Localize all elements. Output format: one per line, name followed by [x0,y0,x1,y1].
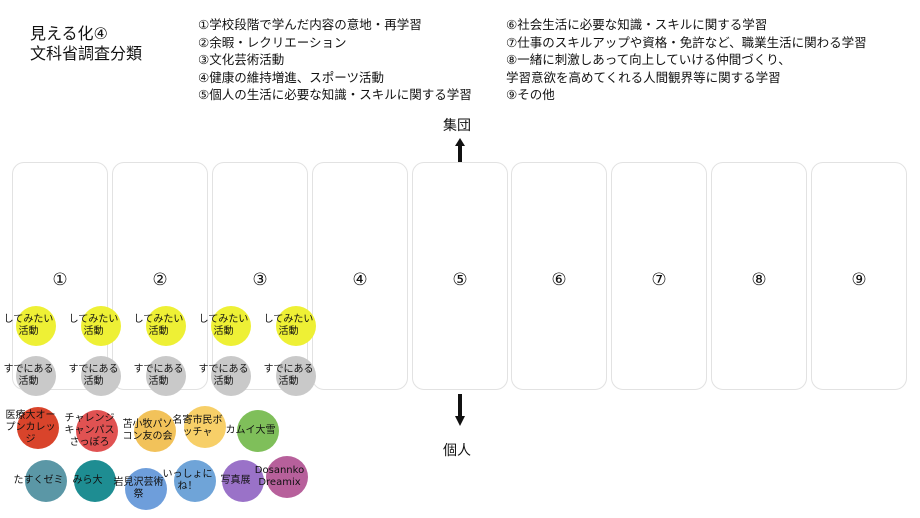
group-bubble-2-label: チャレンジキャンパスさっぽろ [64,413,115,448]
existing-bubble-2-label: すでにある活動 [68,364,119,387]
arrow-down-icon [455,394,465,426]
existing-bubble-4-label: すでにある活動 [198,364,249,387]
group-bubble-7: みら大 [73,460,116,502]
column-number-8: ⑧ [751,270,767,290]
title-line-2: 文科省調査分類 [30,44,143,63]
group-bubble-3-label: 苫小牧パソコン友の会 [122,419,173,442]
column-number-6: ⑥ [551,270,567,290]
category-3: ③文化芸術活動 [198,52,285,67]
category-list-left: ①学校段階で学んだ内容の意地・再学習 ②余暇・レクリエーション ③文化芸術活動 … [198,16,472,104]
want-bubble-3-label: してみたい活動 [133,314,184,337]
category-6: ⑥社会生活に必要な知識・スキルに関する学習 [506,17,768,32]
column-number-4: ④ [352,270,368,290]
want-bubble-5: してみたい活動 [264,306,316,346]
existing-bubble-1-label: すでにある活動 [3,364,54,387]
category-2: ②余暇・レクリエーション [198,34,347,50]
column-box-4 [312,162,408,390]
group-bubble-8-label: 岩見沢芸術祭 [113,477,164,500]
arrow-up-icon [455,138,465,162]
group-bubble-11-label: Dosannko Dreamix [254,465,305,488]
category-8: ⑧一緒に刺激しあって向上していける仲間づくり、 [506,52,791,67]
column-box-2 [112,162,208,390]
existing-bubble-4: すでにある活動 [198,356,251,396]
want-bubble-5-label: してみたい活動 [263,314,314,337]
want-bubble-2-label: してみたい活動 [68,314,119,337]
column-number-1: ① [52,270,68,290]
column-box-9 [811,162,907,390]
column-box-3 [212,162,308,390]
group-bubble-6-label: たすくゼミ [13,475,64,486]
category-1: ①学校段階で学んだ内容の意地・再学習 [198,17,422,32]
column-number-7: ⑦ [651,270,667,290]
group-bubble-1: 医療大オープンカレッジ [6,407,59,449]
group-bubble-1-label: 医療大オープンカレッジ [5,410,56,445]
want-bubble-1-label: してみたい活動 [3,314,54,337]
category-7: ⑦仕事のスキルアップや資格・免許など、職業生活に関わる学習 [506,34,867,50]
title-line-1: 見える化④ [30,24,108,43]
group-bubble-7-label: みら大 [72,475,103,486]
group-bubble-9-label: いっしょにね！ [162,469,213,492]
want-bubble-4-label: してみたい活動 [198,314,249,337]
category-8-cont: 学習意欲を高めてくれる人間観界等に関する学習 [506,69,781,85]
column-box-5 [412,162,508,390]
column-box-1 [12,162,108,390]
existing-bubble-2: すでにある活動 [68,356,121,396]
axis-top-label: 集団 [443,118,471,134]
group-bubble-5-label: カムイ大雪 [225,425,276,436]
group-bubble-3: 苫小牧パソコン友の会 [123,410,176,452]
group-bubble-5: カムイ大雪 [226,410,279,452]
group-bubble-10-label: 写真展 [220,475,251,486]
want-bubble-3: してみたい活動 [134,306,186,346]
column-number-2: ② [152,270,168,290]
group-bubble-11: Dosannko Dreamix [255,456,308,498]
group-bubble-9: いっしょにね！ [163,460,216,502]
existing-bubble-1: すでにある活動 [3,356,56,396]
category-4: ④健康の維持増進、スポーツ活動 [198,69,384,85]
column-number-5: ⑤ [452,270,468,290]
group-bubble-4-label: 名寄市民ボッチャ [172,415,223,438]
column-box-6 [511,162,607,390]
existing-bubble-5-label: すでにある活動 [263,364,314,387]
group-bubble-2: チャレンジキャンパスさっぽろ [65,410,118,452]
category-5: ⑤個人の生活に必要な知識・スキルに関する学習 [198,87,472,102]
column-number-9: ⑨ [851,270,867,290]
group-bubble-6: たすくゼミ [14,460,67,502]
category-list-right: ⑥社会生活に必要な知識・スキルに関する学習 ⑦仕事のスキルアップや資格・免許など… [506,16,867,104]
column-box-7 [611,162,707,390]
want-bubble-4: してみたい活動 [199,306,251,346]
column-box-8 [711,162,807,390]
group-bubble-8: 岩見沢芸術祭 [114,468,167,510]
existing-bubble-3-label: すでにある活動 [133,364,184,387]
diagram-title: 見える化④ 文科省調査分類 [30,24,142,64]
group-bubble-10: 写真展 [221,460,264,502]
existing-bubble-3: すでにある活動 [133,356,186,396]
category-9: ⑨その他 [506,87,555,102]
group-bubble-4: 名寄市民ボッチャ [173,406,226,448]
column-number-3: ③ [252,270,268,290]
want-bubble-1: してみたい活動 [4,306,56,346]
want-bubble-2: してみたい活動 [69,306,121,346]
existing-bubble-5: すでにある活動 [263,356,316,396]
axis-bottom-label: 個人 [443,443,471,459]
